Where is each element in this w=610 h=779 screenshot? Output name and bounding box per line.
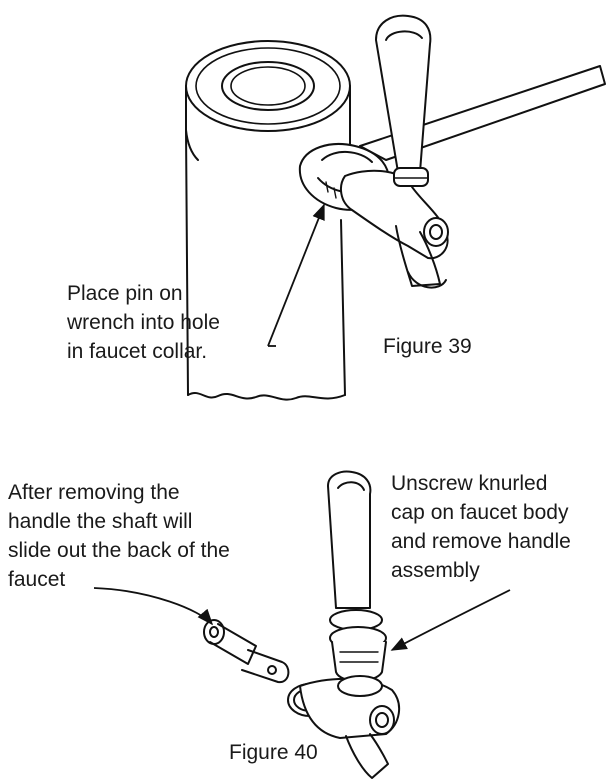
faucet-shaft bbox=[203, 619, 290, 684]
leader-arrow-shaft bbox=[93, 587, 214, 626]
leader-arrow-cap bbox=[390, 589, 511, 651]
figure-39-caption: Figure 39 bbox=[383, 335, 472, 358]
callout-knurled-cap: Unscrew knurled cap on faucet body and r… bbox=[391, 472, 571, 582]
tower-column bbox=[185, 40, 351, 401]
callout-shaft-removal: After removing the handle the shaft will… bbox=[8, 481, 230, 591]
faucet-body bbox=[339, 169, 449, 289]
callout-collar-pin: Place pin on wrench into hole in faucet … bbox=[67, 282, 220, 363]
faucet-body-exploded bbox=[287, 675, 401, 779]
tap-handle bbox=[375, 14, 432, 187]
handle-assembly bbox=[327, 470, 387, 682]
leader-arrow-fig39 bbox=[267, 203, 325, 347]
figure-40-caption: Figure 40 bbox=[229, 741, 318, 764]
